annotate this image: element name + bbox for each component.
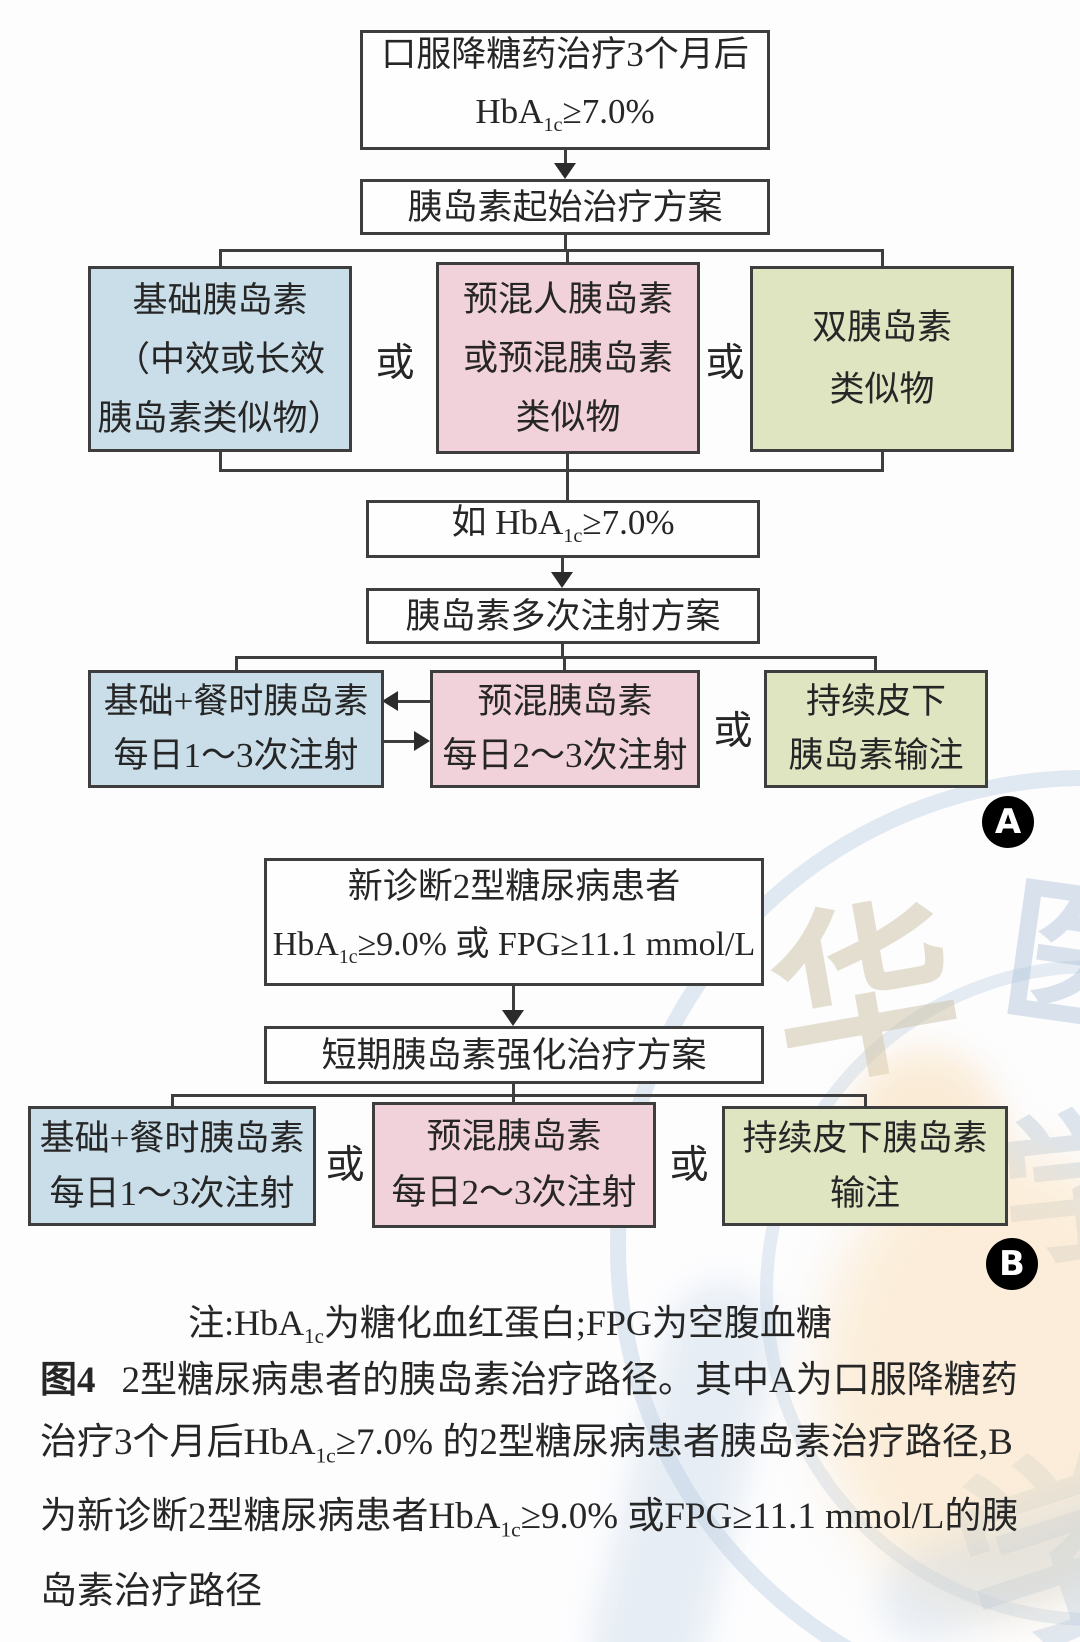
- box-basal-insulin: 基础胰岛素 （中效或长效 胰岛素类似物）: [88, 266, 352, 452]
- plan-text: 胰岛素起始治疗方案: [407, 187, 723, 227]
- or-label: 或: [325, 1144, 365, 1187]
- connector-line: [564, 150, 567, 164]
- plan-text: 短期胰岛素强化治疗方案: [321, 1035, 707, 1075]
- hba1c-fpg-formula: HbA1c≥9.0% 或 FPG≥11.1 mmol/L: [272, 926, 756, 968]
- box-premix-human-insulin: 预混人胰岛素 或预混胰岛素 类似物: [436, 262, 700, 454]
- box-new-diagnosis-condition: 新诊断2型糖尿病患者 HbA1c≥9.0% 或 FPG≥11.1 mmol/L: [264, 858, 764, 986]
- or-label: 或: [713, 710, 753, 753]
- or-label: 或: [375, 342, 415, 385]
- condition-text: 口服降糖药治疗3个月后: [381, 35, 749, 74]
- arrow-left-icon: [382, 691, 398, 711]
- connector-line: [235, 656, 238, 670]
- hba1c-formula: 如 HbA1c≥7.0%: [451, 502, 675, 547]
- arrow-right-icon: [414, 731, 430, 751]
- connector-line: [219, 469, 884, 472]
- connector-line: [171, 1094, 867, 1097]
- connector-line: [512, 1084, 515, 1094]
- connector-line: [881, 452, 884, 469]
- box-multiple-injection-plan: 胰岛素多次注射方案: [366, 588, 760, 644]
- connector-line: [235, 656, 877, 659]
- arrow-down-icon: [554, 163, 576, 179]
- badge-b: B: [986, 1238, 1038, 1290]
- connector-line: [398, 700, 430, 703]
- connector-line: [874, 656, 877, 670]
- box-oral-drug-condition: 口服降糖药治疗3个月后 HbA1c≥7.0%: [360, 30, 770, 150]
- or-label: 或: [705, 342, 745, 385]
- connector-line: [564, 235, 567, 249]
- box-csii-b: 持续皮下胰岛素 输注: [722, 1106, 1008, 1226]
- box-premix-insulin-b: 预混胰岛素 每日2～3次注射: [372, 1102, 656, 1228]
- connector-line: [219, 249, 884, 252]
- figure-note: 注:HbA1c为糖化血红蛋白;FPG为空腹血糖: [188, 1303, 832, 1349]
- box-basal-bolus-insulin-a: 基础+餐时胰岛素 每日1～3次注射: [88, 670, 384, 788]
- or-label: 或: [669, 1144, 709, 1187]
- connector-line: [171, 1094, 174, 1106]
- badge-a: A: [982, 796, 1034, 848]
- box-insulin-initiation-plan: 胰岛素起始治疗方案: [360, 179, 770, 235]
- plan-text: 胰岛素多次注射方案: [405, 596, 721, 636]
- arrow-down-icon: [502, 1010, 524, 1026]
- connector-line: [563, 656, 566, 670]
- connector-line: [512, 1094, 515, 1102]
- arrow-down-icon: [551, 572, 573, 588]
- connector-line: [561, 644, 564, 656]
- connector-line: [561, 558, 564, 572]
- connector-line: [219, 452, 222, 469]
- watermark-char-yi: 医: [991, 861, 1080, 1061]
- box-if-hba1c-condition: 如 HbA1c≥7.0%: [366, 500, 760, 558]
- condition-text: 新诊断2型糖尿病患者: [347, 867, 681, 907]
- connector-line: [512, 986, 515, 1010]
- connector-line: [566, 454, 569, 500]
- watermark-char-hua: 华: [756, 880, 975, 1115]
- box-premix-insulin-a: 预混胰岛素 每日2～3次注射: [430, 670, 700, 788]
- connector-line: [219, 249, 222, 266]
- connector-line: [864, 1094, 867, 1106]
- box-dual-insulin-analog: 双胰岛素 类似物: [750, 266, 1014, 452]
- box-short-term-intensive-plan: 短期胰岛素强化治疗方案: [264, 1026, 764, 1084]
- connector-line: [566, 249, 569, 262]
- box-basal-bolus-insulin-b: 基础+餐时胰岛素 每日1～3次注射: [28, 1106, 316, 1226]
- connector-line: [881, 249, 884, 266]
- hba1c-formula: HbA1c≥7.0%: [475, 92, 655, 136]
- figure-number: 图4: [40, 1360, 96, 1401]
- box-csii-a: 持续皮下 胰岛素输注: [764, 670, 988, 788]
- connector-line: [384, 740, 414, 743]
